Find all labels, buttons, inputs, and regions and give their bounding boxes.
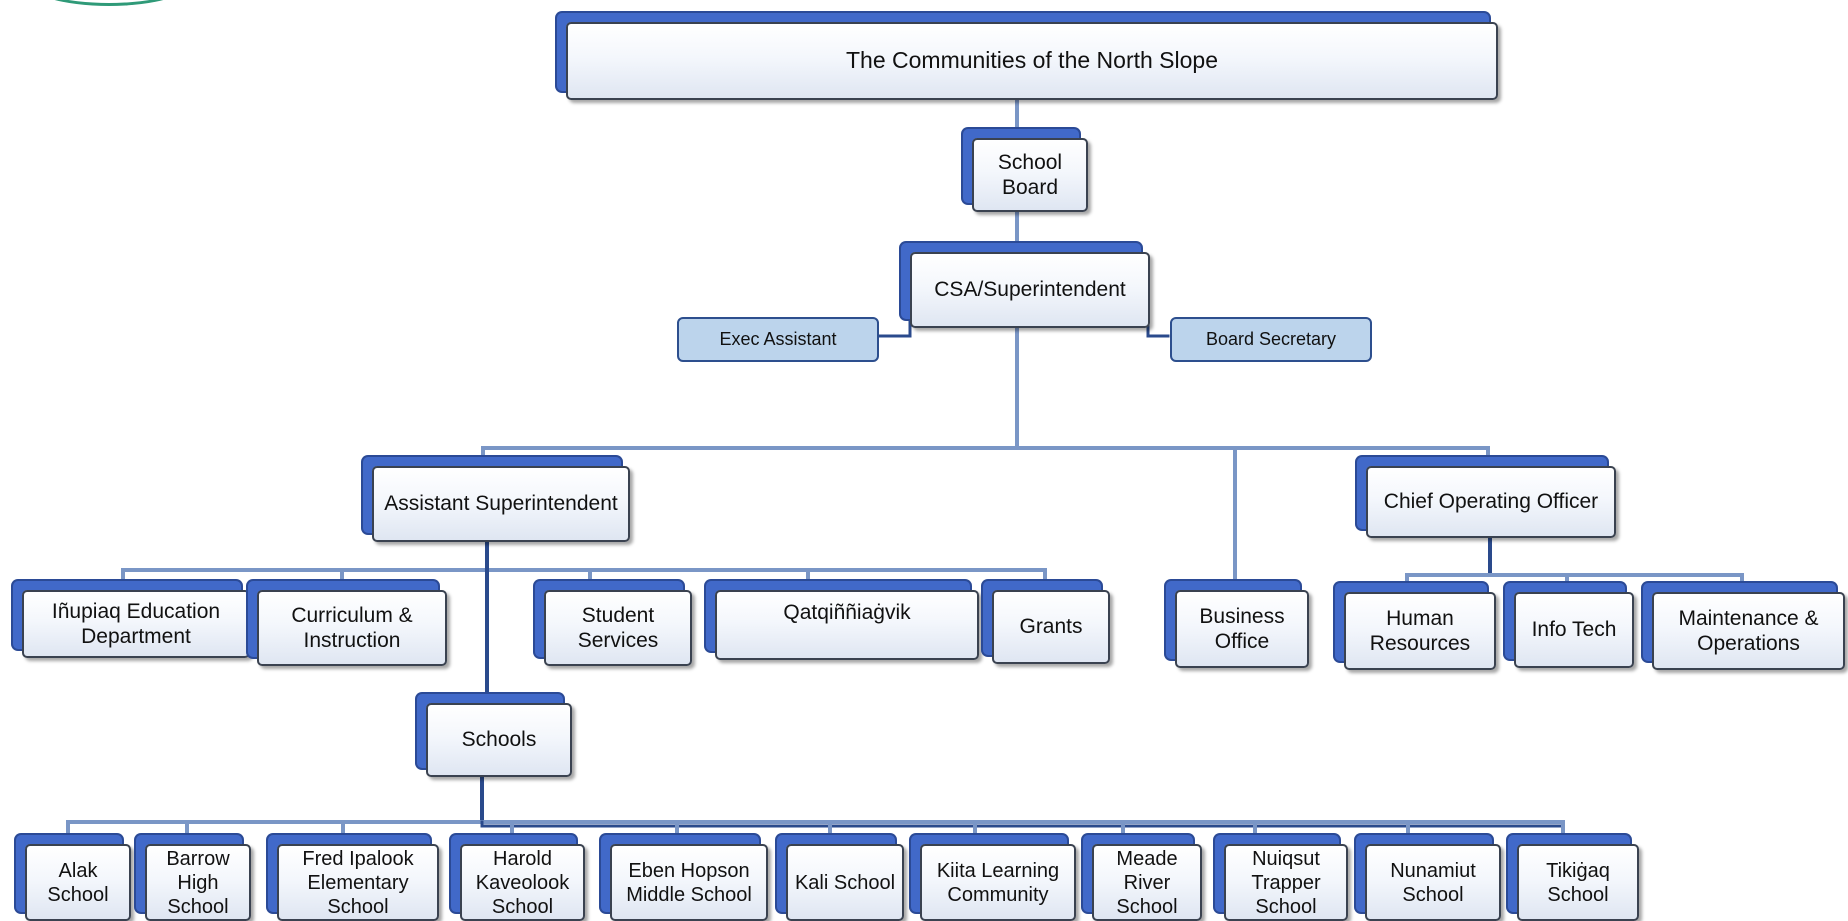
board-secretary-label: Board Secretary (1205, 329, 1337, 349)
department-label: Grants (1019, 615, 1083, 639)
superintendent-label: CSA/Superintendent (934, 278, 1126, 302)
department-label: Iñupiaq Education Department (51, 599, 221, 648)
school-box: Nunamiut School (1365, 844, 1501, 921)
schools-label: Schools (461, 728, 537, 752)
school-box: Meade River School (1092, 844, 1202, 921)
school-label: Meade River School (1116, 847, 1178, 918)
assistant-superintendent-label: Assistant Superintendent (384, 492, 618, 516)
department-box: Qatqiññiaġvik (715, 590, 979, 660)
school-label: Fred Ipalook Elementary School (302, 847, 414, 918)
title-label: The Communities of the North Slope (845, 47, 1218, 74)
school-label: Eben Hopson Middle School (626, 859, 752, 906)
connector (480, 820, 1565, 828)
school-box: Alak School (25, 844, 131, 921)
coo-department-box: Maintenance & Operations (1652, 592, 1845, 670)
department-label: Student Services (577, 603, 659, 652)
school-box: Nuiqsut Trapper School (1224, 844, 1348, 921)
connector (1146, 316, 1170, 338)
school-label: Nunamiut School (1390, 859, 1476, 906)
school-board-box: School Board (972, 138, 1088, 212)
coo-department-label: Human Resources (1369, 606, 1471, 655)
department-label: Curriculum & Instruction (291, 603, 413, 652)
business-office-label: Business Office (1199, 604, 1285, 653)
school-box: Kali School (786, 844, 904, 921)
school-label: Harold Kaveolook School (475, 847, 570, 918)
coo-department-box: Human Resources (1344, 592, 1496, 670)
schools-box: Schools (426, 703, 572, 777)
school-box: Barrow High School (145, 844, 251, 921)
title-box: The Communities of the North Slope (566, 22, 1498, 100)
school-label: Kiita Learning Community (936, 859, 1060, 906)
exec-assistant-box: Exec Assistant (677, 317, 879, 362)
business-office-box: Business Office (1175, 590, 1309, 668)
department-label: Qatqiññiaġvik (783, 601, 911, 624)
exec-assistant-label: Exec Assistant (719, 329, 837, 349)
department-box: Student Services (544, 590, 692, 666)
school-label: Kali School (794, 871, 896, 894)
school-label: Nuiqsut Trapper School (1251, 847, 1321, 918)
school-label: Tikiġaq School (1546, 859, 1610, 906)
department-box: Iñupiaq Education Department (22, 590, 250, 658)
assistant-superintendent-box: Assistant Superintendent (372, 466, 630, 542)
connector (875, 316, 912, 338)
coo-department-label: Maintenance & Operations (1678, 606, 1819, 655)
coo-label: Chief Operating Officer (1383, 490, 1599, 514)
school-box: Fred Ipalook Elementary School (277, 844, 439, 921)
school-label: Barrow High School (166, 847, 230, 918)
school-box: Eben Hopson Middle School (610, 844, 768, 921)
school-box: Kiita Learning Community (920, 844, 1076, 921)
board-secretary-box: Board Secretary (1170, 317, 1372, 362)
superintendent-box: CSA/Superintendent (910, 252, 1150, 328)
coo-box: Chief Operating Officer (1366, 466, 1616, 538)
department-box: Curriculum & Instruction (257, 590, 447, 666)
coo-department-label: Info Tech (1531, 618, 1617, 642)
school-box: Harold Kaveolook School (460, 844, 585, 921)
school-label: Alak School (47, 859, 109, 906)
coo-department-box: Info Tech (1514, 592, 1634, 668)
school-box: Tikiġaq School (1517, 844, 1639, 921)
department-box: Grants (992, 590, 1110, 664)
school-board-label: School Board (997, 150, 1063, 199)
